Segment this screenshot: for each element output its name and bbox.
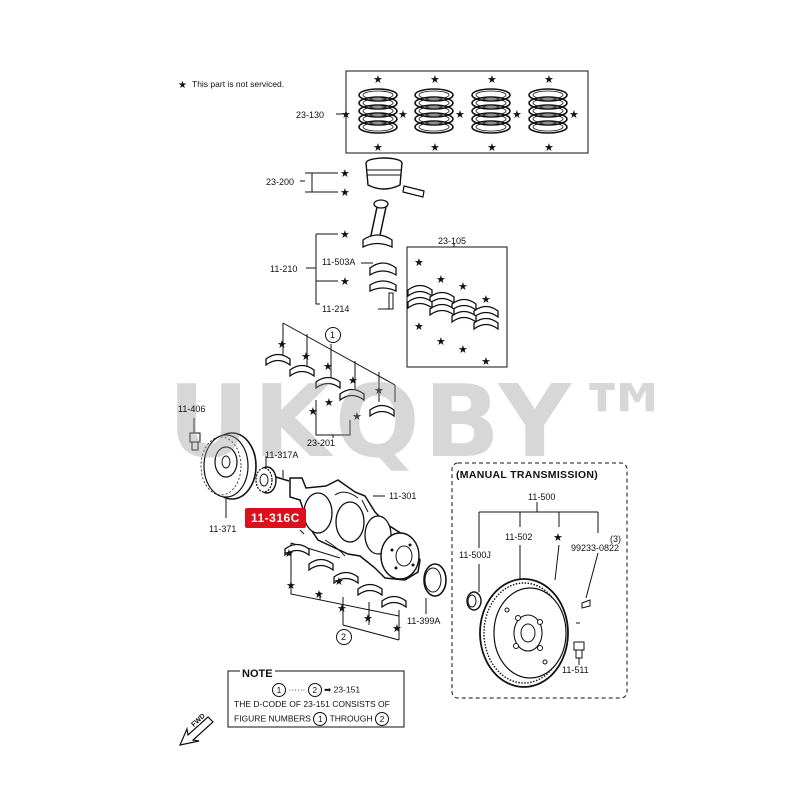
svg-text:★: ★ <box>352 410 362 423</box>
part-label-11-511: 11-511 <box>562 665 589 675</box>
part-quantity-label: (3) <box>610 534 621 544</box>
part-label-23-201: 23-201 <box>307 438 336 448</box>
conrod-bearing-set-box <box>406 243 508 368</box>
svg-text:★: ★ <box>277 338 287 351</box>
svg-text:★: ★ <box>544 141 554 154</box>
part-label-23-130: 23-130 <box>296 110 325 120</box>
svg-text:★: ★ <box>178 80 187 91</box>
upper-main-bearings <box>265 322 396 438</box>
svg-text:★: ★ <box>308 405 318 418</box>
part-label-11-399a: 11-399A <box>407 616 441 626</box>
part-label-11-317a: 11-317A <box>265 450 299 460</box>
part-label-11-500j: 11-500J <box>459 550 491 560</box>
svg-text:★: ★ <box>340 228 350 241</box>
svg-text:★: ★ <box>481 355 491 368</box>
note-range-ref: ➡ 23-151 <box>324 684 361 695</box>
svg-text:★: ★ <box>436 335 446 348</box>
svg-text:★: ★ <box>314 588 324 601</box>
part-label-11-301: 11-301 <box>389 491 417 501</box>
note-line-3-through: THROUGH <box>329 713 373 724</box>
svg-text:★: ★ <box>337 602 347 615</box>
manual-transmission-box <box>451 462 628 699</box>
svg-text:★: ★ <box>340 275 350 288</box>
svg-text:★: ★ <box>553 531 563 544</box>
crankshaft-sprocket <box>255 456 290 494</box>
svg-text:★: ★ <box>414 320 424 333</box>
svg-text:★: ★ <box>373 73 383 86</box>
svg-text:★: ★ <box>392 622 402 635</box>
lower-main-bearings <box>284 542 407 641</box>
svg-text:★: ★ <box>373 141 383 154</box>
svg-text:★: ★ <box>430 73 440 86</box>
not-serviced-legend: This part is not serviced. <box>192 79 285 89</box>
crankshaft <box>289 477 421 581</box>
manual-transmission-title: (MANUAL TRANSMISSION) <box>456 469 599 481</box>
svg-text:★: ★ <box>286 579 296 592</box>
svg-text:★: ★ <box>323 360 333 373</box>
svg-text:★: ★ <box>512 108 522 121</box>
figure-number-1: 1 <box>330 330 336 340</box>
figure-circle-1 <box>325 327 341 343</box>
svg-text:★: ★ <box>348 374 358 387</box>
part-label-11-500: 11-500 <box>528 492 556 502</box>
svg-text:★: ★ <box>284 547 294 560</box>
svg-text:★: ★ <box>430 141 440 154</box>
note-range-start: 1 <box>272 683 286 697</box>
part-label-11-371: 11-371 <box>209 524 237 534</box>
svg-text:★: ★ <box>414 256 424 269</box>
svg-text:★: ★ <box>487 73 497 86</box>
piston-ring-set-box <box>336 70 589 154</box>
svg-text:★: ★ <box>341 108 351 121</box>
svg-text:★: ★ <box>324 396 334 409</box>
svg-text:★: ★ <box>301 350 311 363</box>
rear-oil-seal <box>423 563 447 614</box>
note-range-end: 2 <box>307 683 322 697</box>
piston-and-pin <box>300 157 425 198</box>
svg-text:★: ★ <box>481 293 491 306</box>
note-range-dots: ······ <box>288 684 306 695</box>
note-line-3-prefix: FIGURE NUMBERS <box>234 713 311 724</box>
part-label-11-210: 11-210 <box>270 264 298 274</box>
svg-text:★: ★ <box>544 73 554 86</box>
svg-text:★: ★ <box>334 575 344 588</box>
note-line-3-number-1: 1 <box>313 712 328 726</box>
note-line-3: FIGURE NUMBERS 1 THROUGH 2 <box>234 712 389 726</box>
figure-circle-2 <box>336 629 352 645</box>
figure-number-2: 2 <box>341 632 347 642</box>
svg-text:★: ★ <box>340 167 350 180</box>
svg-text:★: ★ <box>374 384 384 397</box>
svg-text:★: ★ <box>363 612 373 625</box>
svg-text:★: ★ <box>569 108 579 121</box>
forward-arrow-icon <box>178 716 214 746</box>
note-line-3-number-2: 2 <box>374 712 389 726</box>
part-label-11-214: 11-214 <box>322 304 350 314</box>
svg-text:★: ★ <box>398 108 408 121</box>
svg-text:★: ★ <box>436 273 446 286</box>
part-callout-11-316c[interactable]: 11-316C <box>245 508 306 528</box>
svg-text:★: ★ <box>340 186 350 199</box>
svg-text:★: ★ <box>458 280 468 293</box>
part-label-11-503a: 11-503A <box>322 257 356 267</box>
note-title: NOTE <box>240 668 275 680</box>
crankshaft-pulley <box>189 418 257 518</box>
note-range-line: 1 ······ 2 ➡ 23-151 <box>272 683 360 697</box>
svg-text:★: ★ <box>455 108 465 121</box>
note-line-2: THE D-CODE OF 23-151 CONSISTS OF <box>234 699 390 709</box>
part-label-11-502: 11-502 <box>505 532 533 542</box>
svg-text:★: ★ <box>487 141 497 154</box>
part-label-23-200: 23-200 <box>266 177 295 187</box>
svg-text:★: ★ <box>458 343 468 356</box>
watermark: UKQBY™ <box>168 363 679 480</box>
not-serviced-star-icons: ★ ★ ★ ★ ★ ★ ★ ★ ★ ★ ★ ★ ★ ★ ★ ★ ★ ★ ★ ★ ★ ★ ★ ★ ★ ★ ★ ★ ★ ★ ★ ★… <box>178 73 579 635</box>
part-label-11-406: 11-406 <box>178 404 206 414</box>
part-label-99233-0822: 99233-0822 <box>571 543 620 553</box>
connecting-rod <box>306 199 397 310</box>
part-label-23-105: 23-105 <box>438 236 467 246</box>
